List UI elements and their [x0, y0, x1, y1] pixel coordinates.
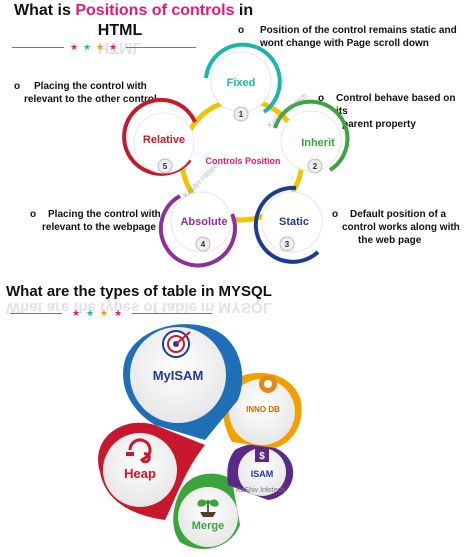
static-description-line: Default position of a	[350, 209, 447, 220]
star-icon: ★	[109, 42, 118, 52]
node-number: 5	[163, 162, 168, 171]
section1-divider-left	[12, 47, 64, 48]
star-icon: ★	[86, 308, 95, 318]
node-label: Fixed	[227, 77, 256, 89]
absolute-description-line: relevant to the webpage	[42, 222, 156, 233]
fixed-description-line: Position of the control remains static a…	[260, 25, 457, 36]
node-number: 1	[239, 110, 244, 119]
engine-label: INNO DB	[246, 405, 280, 414]
mysql-table-types-diagram: Heap Merge $ ISAM INNO DB	[98, 324, 302, 549]
engine-label: Heap	[124, 466, 156, 481]
star-icon: ★	[114, 308, 123, 318]
brain-icon	[259, 375, 277, 393]
bullet-icon: o	[14, 81, 21, 92]
title-prefix: What is	[14, 2, 76, 19]
engine-label: Merge	[192, 520, 224, 532]
heap-icon	[126, 438, 152, 464]
engine-innodb: INNO DB	[222, 372, 302, 448]
star-icon: ★	[70, 42, 79, 52]
engine-isam: $ ISAM	[227, 444, 294, 500]
static-description-line: the web page	[358, 235, 422, 246]
section2-title: What are the types of table in MYSQL	[6, 283, 272, 300]
star-icon: ★	[96, 42, 105, 52]
node-fixed: Fixed 1	[204, 42, 282, 122]
engine-label: MyISAM	[153, 368, 204, 383]
node-number: 4	[201, 240, 206, 249]
bullet-icon: o	[332, 209, 339, 220]
relative-description-line: relevant to the other control	[24, 94, 157, 105]
node-static: Static 3	[253, 185, 323, 264]
bullet-icon: o	[30, 209, 37, 220]
node-label: Absolute	[180, 216, 227, 228]
node-number: 2	[313, 162, 318, 171]
node-label: Inherit	[301, 137, 335, 149]
engine-label: ISAM	[251, 469, 274, 479]
inherit-description-line: parent property	[342, 119, 416, 130]
plant-icon	[197, 499, 219, 517]
relative-description-line: Placing the control with	[34, 81, 147, 92]
node-relative: Relative 5	[122, 97, 197, 176]
star-icon: ★	[83, 42, 92, 52]
engine-merge: Merge	[173, 473, 240, 549]
absolute-description-line: Placing the control with	[48, 209, 161, 220]
node-label: Relative	[143, 134, 185, 146]
target-icon	[162, 330, 191, 358]
static-description-line: control works along with	[342, 222, 460, 233]
node-number: 3	[285, 240, 290, 249]
inherit-description: o Control behave based on its parent pro…	[318, 92, 468, 131]
engine-heap: Heap	[98, 422, 205, 520]
bullet-icon: o	[318, 93, 325, 104]
absolute-description: o Placing the control with relevant to t…	[30, 208, 180, 234]
star-icon: ★	[72, 308, 81, 318]
title-suffix: in	[234, 2, 254, 19]
node-inherit: Inherit 2	[273, 99, 350, 174]
engine-myisam: MyISAM	[123, 324, 243, 440]
section1-divider-right	[126, 47, 196, 48]
section1-title: What is Positions of controls in	[14, 2, 253, 20]
fixed-description-line: wont change with Page scroll down	[260, 38, 429, 49]
center-label: Controls Position	[206, 156, 281, 166]
node-label: Static	[279, 216, 309, 228]
section2-divider-left	[10, 313, 62, 314]
watermark-text: KaShiv Infotech	[236, 487, 285, 494]
static-description: o Default position of a control works al…	[332, 208, 474, 247]
bullet-icon: o	[238, 25, 245, 36]
fixed-description: o Position of the control remains static…	[238, 24, 474, 50]
title-highlight: Positions of controls	[75, 2, 235, 19]
section1-title-line2: HTML	[97, 22, 143, 39]
section2-divider-right	[132, 313, 212, 314]
dollar-icon: $	[255, 448, 269, 462]
svg-text:$: $	[259, 451, 265, 462]
star-icon: ★	[100, 308, 109, 318]
inherit-description-line: Control behave based on its	[336, 93, 456, 117]
node-absolute: Absolute 4	[158, 191, 237, 268]
relative-description: o Placing the control with relevant to t…	[14, 80, 194, 106]
controls-position-diagram: Fixed 1 Inherit 2 Static 3 Absolute 4 Re…	[122, 42, 350, 268]
